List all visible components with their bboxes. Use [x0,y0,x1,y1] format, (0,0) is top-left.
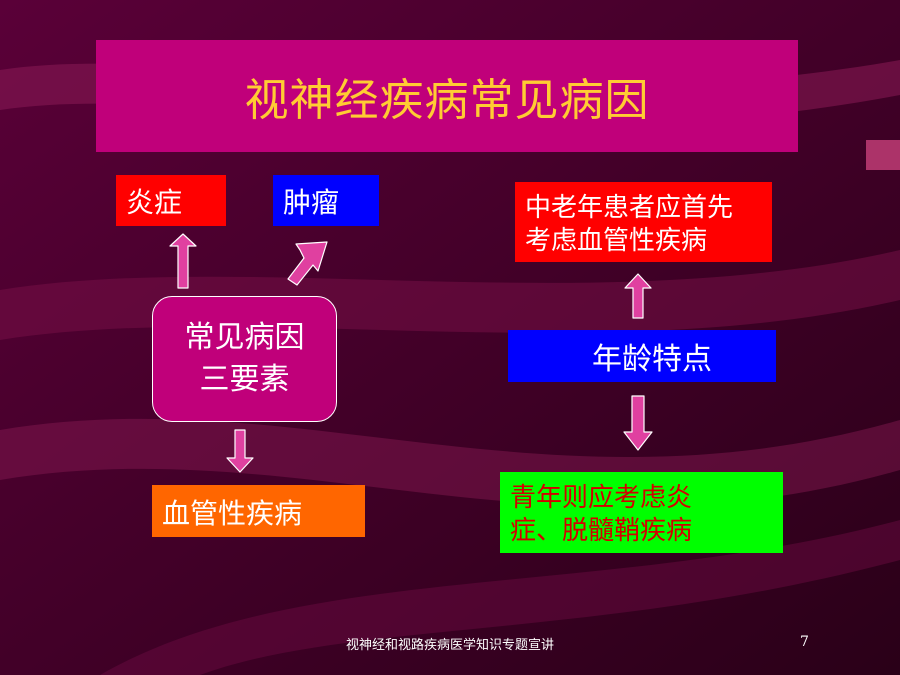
cause-label: 炎症 [126,186,183,219]
age-box: 年龄特点 [508,330,776,382]
middle-aged-box: 中老年患者应首先 考虑血管性疾病 [515,182,772,262]
cause-box-vascular: 血管性疾病 [152,485,365,537]
page-number: 7 [800,634,809,650]
slide-footer: 视神经和视路疾病医学知识专题宣讲 [345,638,554,653]
young-box: 青年则应考虑炎 症、脱髓鞘疾病 [500,472,783,553]
young-line-2: 症、脱髓鞘疾病 [510,515,693,546]
young-line-1: 青年则应考虑炎 [510,483,693,513]
slide-title: 视神经疾病常见病因 [244,75,650,126]
middle-aged-line-2: 考虑血管性疾病 [525,225,708,256]
cause-label: 肿瘤 [283,186,340,219]
middle-aged-line-1: 中老年患者应首先 [525,193,734,223]
center-node: 常见病因 三要素 [152,296,337,422]
cause-box-tumor: 肿瘤 [273,175,379,226]
cause-label: 血管性疾病 [162,497,303,530]
cause-box-inflammation: 炎症 [116,175,226,226]
center-line-1: 常见病因 [184,320,305,355]
center-line-2: 三要素 [199,362,290,397]
title-banner: 视神经疾病常见病因 [96,40,798,152]
age-label: 年龄特点 [592,342,712,377]
